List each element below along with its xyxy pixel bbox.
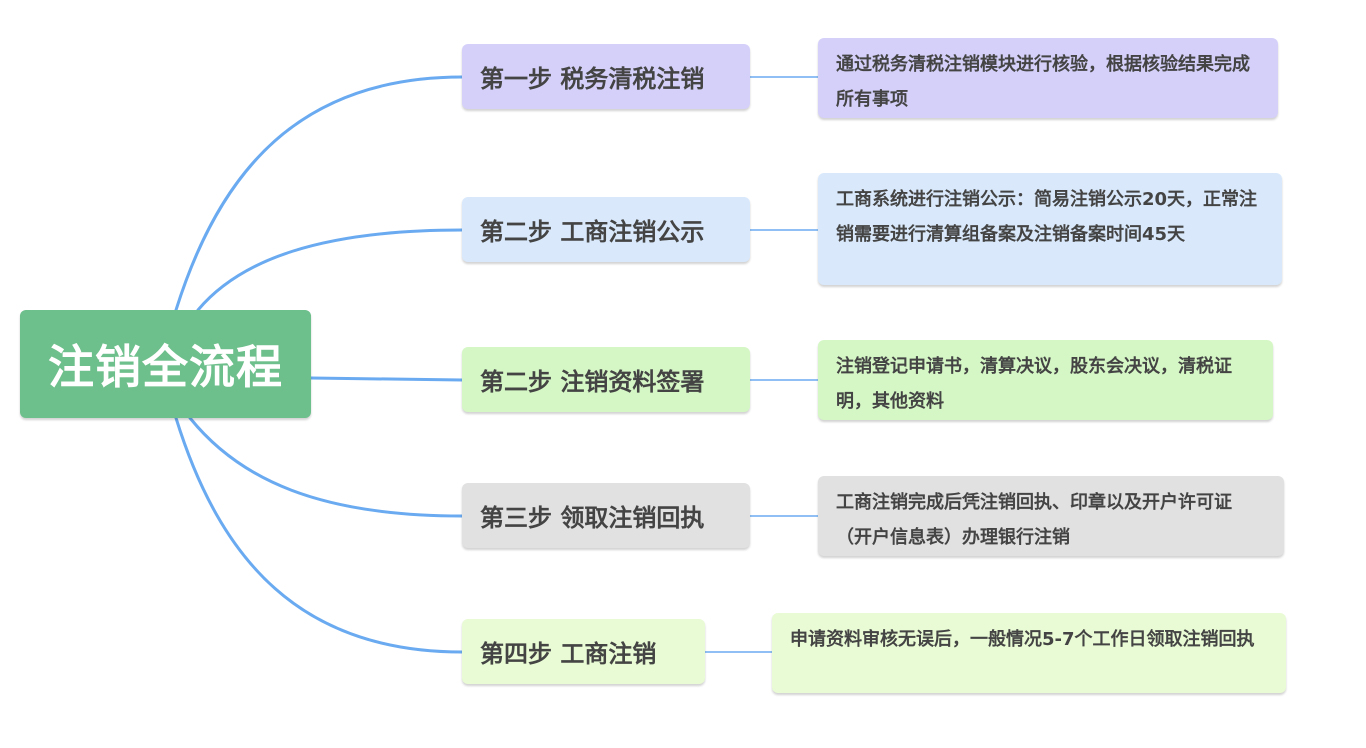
branch-line-1 [174,75,464,312]
step-3-description: 注销登记申请书，清算决议，股东会决议，清税证明，其他资料 [818,340,1273,420]
step-2-description: 工商系统进行注销公示：简易注销公示20天，正常注销需要进行清算组备案及注销备案时… [818,173,1282,285]
step-5-description: 申请资料审核无误后，一般情况5-7个工作日领取注销回执 [772,613,1286,693]
step-5-node[interactable]: 第四步 工商注销 [462,619,705,684]
step-1-description: 通过税务清税注销模块进行核验，根据核验结果完成所有事项 [818,38,1278,118]
step-4-description: 工商注销完成后凭注销回执、印章以及开户许可证（开户信息表）办理银行注销 [818,476,1284,556]
branch-line-2 [196,228,464,312]
root-topic[interactable]: 注销全流程 [20,310,311,418]
step-2-node[interactable]: 第二步 工商注销公示 [462,197,750,262]
step-1-node[interactable]: 第一步 税务清税注销 [462,44,750,109]
step-3-node[interactable]: 第二步 注销资料签署 [462,347,750,412]
branch-line-3 [309,376,464,382]
step-4-node[interactable]: 第三步 领取注销回执 [462,483,750,548]
branch-line-5 [174,416,464,654]
branch-line-4 [188,416,464,518]
